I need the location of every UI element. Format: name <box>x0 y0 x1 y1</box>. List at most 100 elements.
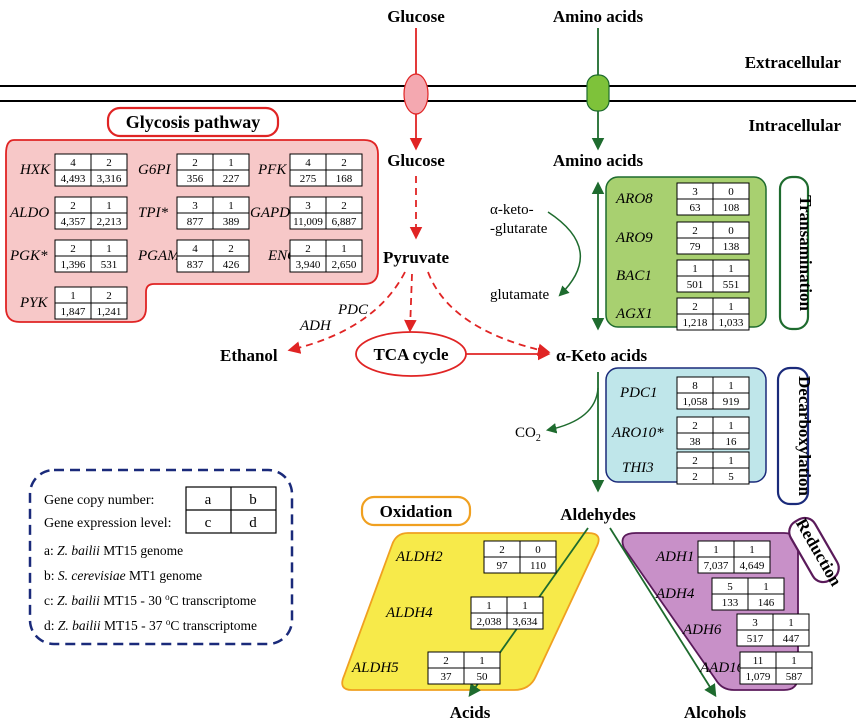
legend-item-d: d: Z. bailii MT15 - 37 oC transcriptome <box>44 617 257 633</box>
gene-value-a: 4 <box>192 243 198 255</box>
gene-value-d: 531 <box>101 259 118 271</box>
gene-value-a: 2 <box>192 157 198 169</box>
gene-value-c: 38 <box>690 436 702 448</box>
gene-value-d: 168 <box>336 173 353 185</box>
gene-name-pfk: PFK <box>257 162 287 178</box>
gene-value-a: 2 <box>305 243 311 255</box>
gene-value-a: 8 <box>692 380 698 392</box>
tca-cycle-ellipse <box>355 331 467 377</box>
gene-value-b: 1 <box>788 617 794 629</box>
amino-acids-extracellular-label: Amino acids <box>553 7 644 26</box>
gene-name-thi3: THI3 <box>622 460 654 476</box>
gene-name-aldh4: ALDH4 <box>385 605 433 621</box>
amino-transporter-channel <box>586 74 610 112</box>
gene-value-c: 877 <box>187 216 204 228</box>
gene-value-d: 2,650 <box>332 259 357 271</box>
gene-value-d: 5 <box>728 471 734 483</box>
decarboxylation-title-box <box>776 366 810 506</box>
gene-name-pdc1: PDC1 <box>619 385 658 401</box>
gene-value-c: 63 <box>690 202 702 214</box>
legend-b-rest: MT1 genome <box>126 568 203 583</box>
gene-value-c: 1,847 <box>61 306 86 318</box>
co2-text: CO <box>515 425 536 441</box>
gene-name-agx1: AGX1 <box>615 306 653 322</box>
glutarate-to-glutamate-arrow <box>547 211 582 297</box>
legend-b-prefix: b: <box>44 568 58 583</box>
gene-name-adh4: ADH4 <box>655 586 695 602</box>
gene-value-b: 1 <box>228 157 234 169</box>
gene-value-b: 0 <box>535 544 541 556</box>
legend-item-a: a: Z. bailii MT15 genome <box>44 543 183 558</box>
gene-value-c: 275 <box>300 173 317 185</box>
gene-value-b: 0 <box>728 186 734 198</box>
gene-value-b: 2 <box>341 200 347 212</box>
gene-value-c: 4,357 <box>61 216 86 228</box>
gene-value-d: 587 <box>786 671 803 683</box>
glycolysis-title: Glycosis pathway <box>126 112 261 132</box>
pyruvate-to-keto-acids-arrow <box>427 271 551 356</box>
ethanol-label: Ethanol <box>220 346 278 365</box>
legend-d-organism: Z. bailii <box>58 618 101 633</box>
co2-label: CO2 <box>515 425 541 444</box>
gene-name-aro10: ARO10* <box>611 425 664 441</box>
gene-value-b: 1 <box>341 243 347 255</box>
gene-value-b: 1 <box>728 455 734 467</box>
gene-value-b: 2 <box>106 290 112 302</box>
gene-name-aldh5: ALDH5 <box>351 660 399 676</box>
gene-value-b: 2 <box>341 157 347 169</box>
gene-value-a: 2 <box>692 225 698 237</box>
gene-name-bac1: BAC1 <box>616 268 652 284</box>
gene-value-d: 2,213 <box>97 216 122 228</box>
keto-acids-label: α-Keto acids <box>556 346 648 365</box>
legend-cell-d: d <box>249 515 257 531</box>
legend-a-rest: MT15 genome <box>100 543 183 558</box>
gene-value-a: 3 <box>192 200 198 212</box>
gene-value-a: 2 <box>70 243 76 255</box>
aldehydes-to-alcohols-arrow <box>609 527 717 698</box>
gene-value-c: 1,396 <box>61 259 86 271</box>
pyruvate-to-ethanol-arrow <box>287 271 406 354</box>
co2-release-arrow <box>545 387 599 434</box>
legend-cell-a: a <box>205 492 212 508</box>
glucose-extracellular-label: Glucose <box>387 7 445 26</box>
gene-name-aro9: ARO9 <box>615 230 653 246</box>
legend-b-organism: S. cerevisiae <box>58 568 126 583</box>
gene-value-a: 2 <box>692 301 698 313</box>
gene-value-b: 1 <box>479 655 485 667</box>
gene-value-d: 50 <box>477 671 489 683</box>
legend-d-rest: MT15 - 37 <box>101 618 166 633</box>
gene-name-aldh2: ALDH2 <box>395 549 443 565</box>
gene-value-a: 3 <box>305 200 311 212</box>
decarboxylation-title: Decarboxylation <box>795 376 814 496</box>
gene-value-b: 2 <box>106 157 112 169</box>
gene-value-a: 2 <box>499 544 505 556</box>
gene-value-a: 4 <box>70 157 76 169</box>
gene-value-d: 108 <box>723 202 740 214</box>
legend-c-organism: Z. bailii <box>57 593 100 608</box>
gene-value-b: 1 <box>728 380 734 392</box>
transamination-title: Transamination <box>796 195 815 311</box>
extracellular-label: Extracellular <box>745 53 842 72</box>
gene-name-hxk: HXK <box>19 162 51 178</box>
alcohols-label: Alcohols <box>684 703 747 722</box>
gene-name-pgam: PGAM <box>137 248 181 264</box>
gene-value-c: 2 <box>692 471 698 483</box>
aldehydes-label: Aldehydes <box>560 505 636 524</box>
legend-c-unit: C transcriptome <box>170 593 257 608</box>
gene-value-d: 138 <box>723 241 740 253</box>
pyruvate-to-tca-arrow <box>404 273 417 333</box>
tca-cycle-label: TCA cycle <box>373 345 449 364</box>
legend-d-degree: o <box>166 617 171 627</box>
gene-value-c: 1,218 <box>683 317 708 329</box>
